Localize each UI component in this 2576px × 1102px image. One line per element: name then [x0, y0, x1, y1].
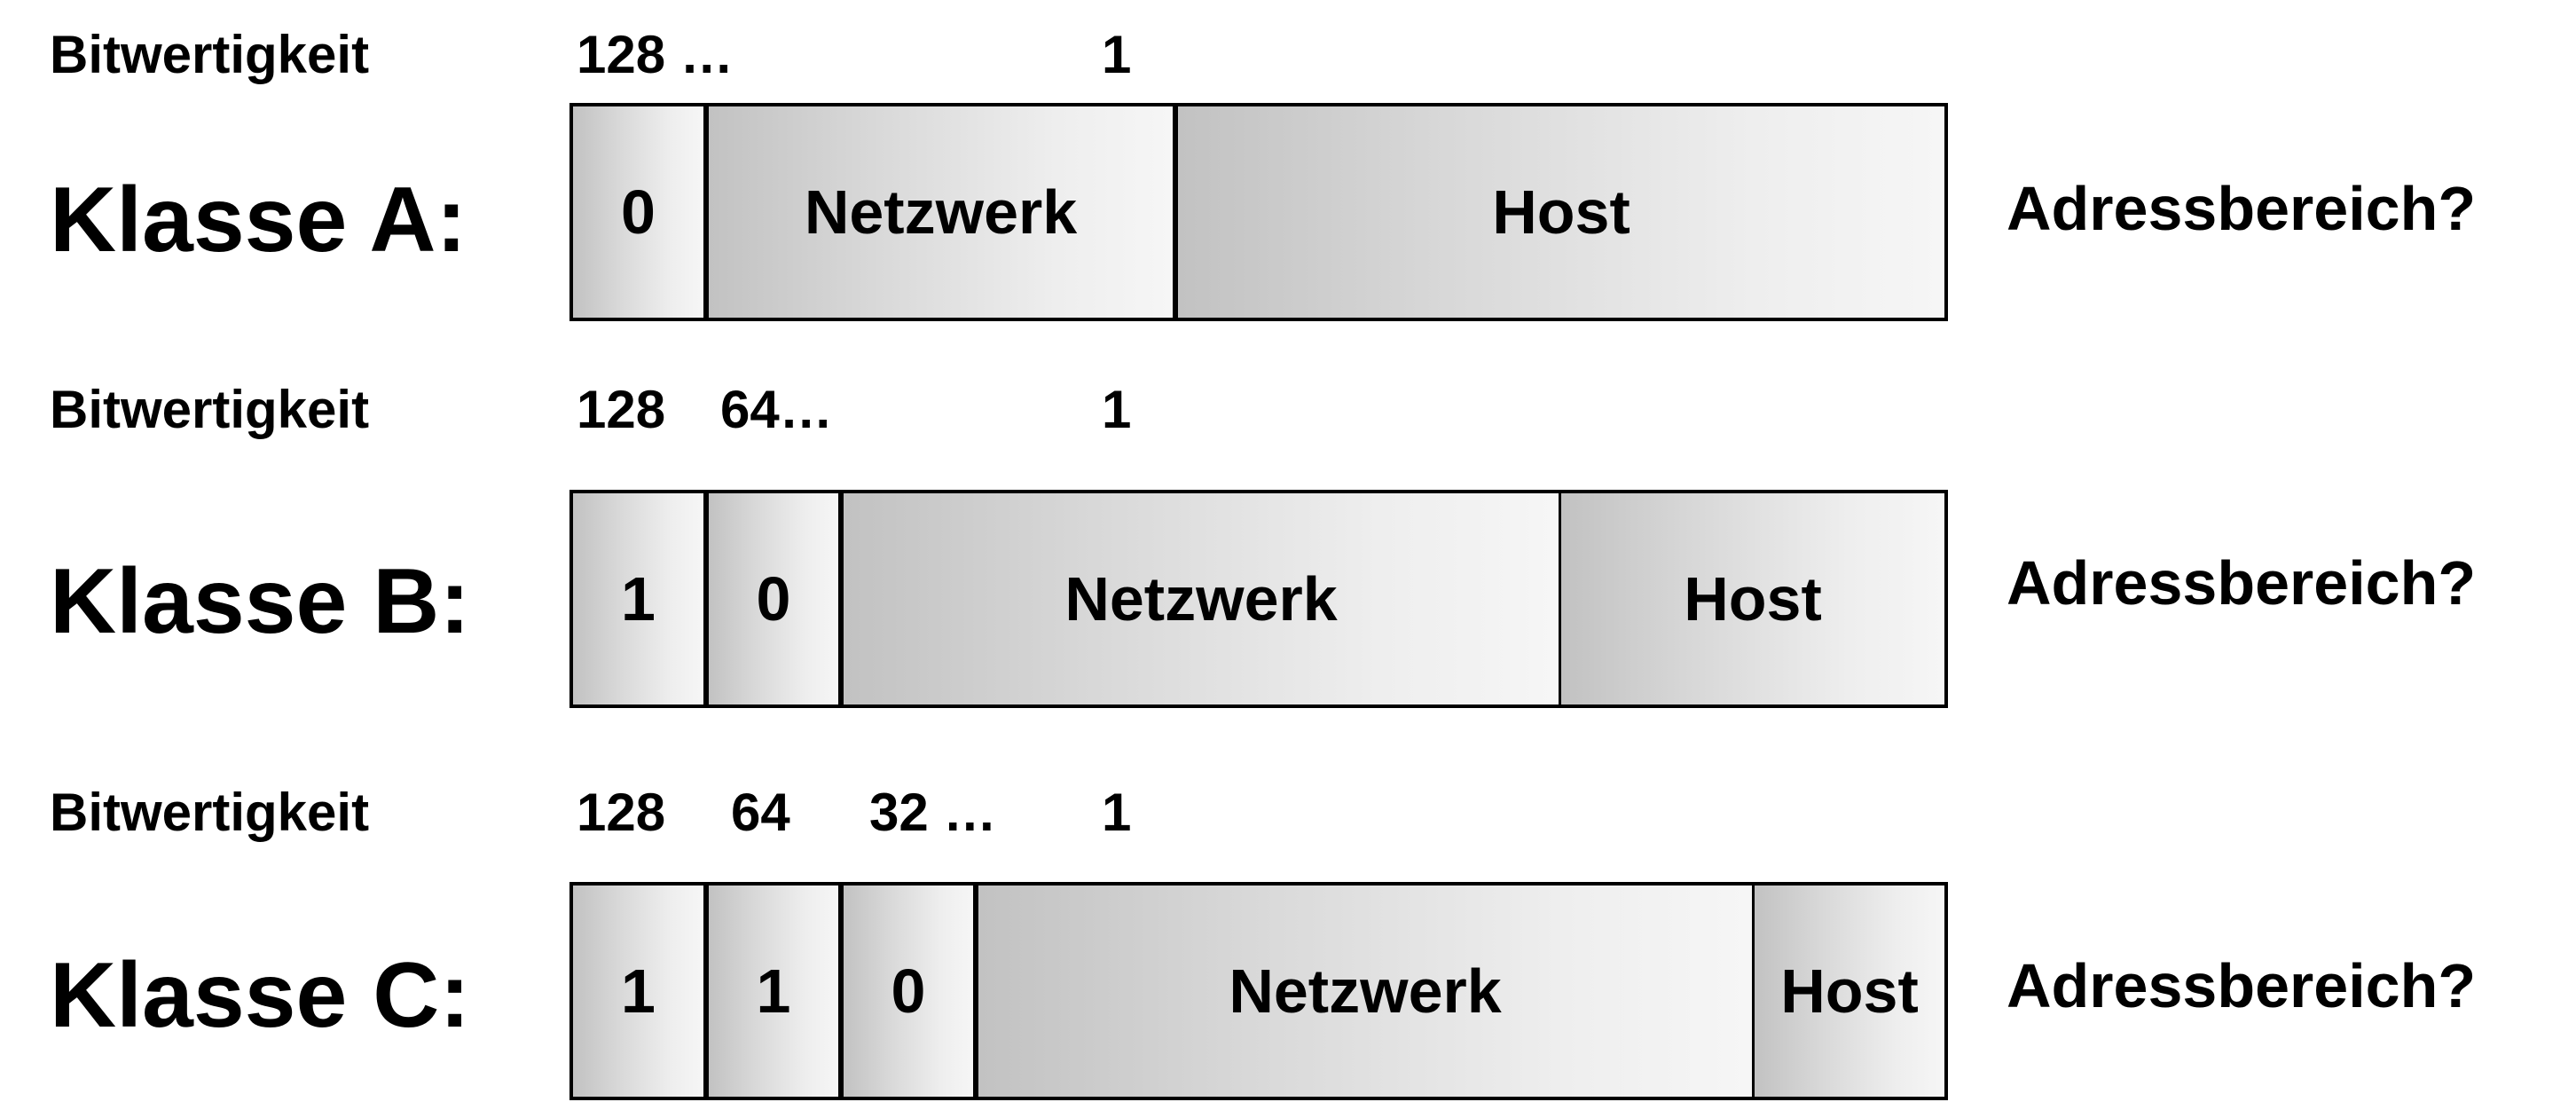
class-a-network-field: Netzwerk: [703, 106, 1173, 318]
bit-value-1-c: 1: [1102, 783, 1132, 842]
class-c-leading-bit-1a: 1: [573, 886, 703, 1097]
class-a-address-bar: 0 Netzwerk Host: [569, 103, 1948, 321]
bit-value-32-c: 32 …: [869, 783, 997, 842]
class-a-address-range-question: Adressbereich?: [2007, 174, 2477, 243]
bit-value-64-c: 64: [731, 783, 790, 842]
bit-value-128-b: 128: [577, 380, 666, 439]
class-b-label: Klasse B:: [50, 550, 470, 653]
bit-value-128-a: 128 …: [577, 25, 734, 84]
class-b-network-field: Netzwerk: [838, 493, 1559, 704]
class-c-address-range-question: Adressbereich?: [2007, 951, 2477, 1020]
class-b-address-range-question: Adressbereich?: [2007, 548, 2477, 618]
bit-value-1-b: 1: [1102, 380, 1132, 439]
class-a-host-field: Host: [1173, 106, 1944, 318]
bit-weight-label-a: Bitwertigkeit: [50, 25, 370, 84]
class-a-leading-bit-0: 0: [573, 106, 703, 318]
class-c-host-field: Host: [1752, 886, 1944, 1097]
bit-value-64-b: 64…: [720, 380, 833, 439]
class-c-leading-bit-1b: 1: [703, 886, 838, 1097]
class-c-address-bar: 1 1 0 Netzwerk Host: [569, 882, 1948, 1100]
class-c-label: Klasse C:: [50, 944, 470, 1047]
class-b-host-field: Host: [1559, 493, 1944, 704]
class-b-address-bar: 1 0 Netzwerk Host: [569, 490, 1948, 708]
bit-weight-label-c: Bitwertigkeit: [50, 783, 370, 842]
bit-value-1-a: 1: [1102, 25, 1132, 84]
bit-value-128-c: 128: [577, 783, 666, 842]
bit-weight-label-b: Bitwertigkeit: [50, 380, 370, 439]
class-b-leading-bit-0: 0: [703, 493, 838, 704]
class-a-label: Klasse A:: [50, 169, 467, 272]
class-b-leading-bit-1: 1: [573, 493, 703, 704]
class-c-network-field: Netzwerk: [973, 886, 1752, 1097]
class-c-leading-bit-0: 0: [838, 886, 973, 1097]
